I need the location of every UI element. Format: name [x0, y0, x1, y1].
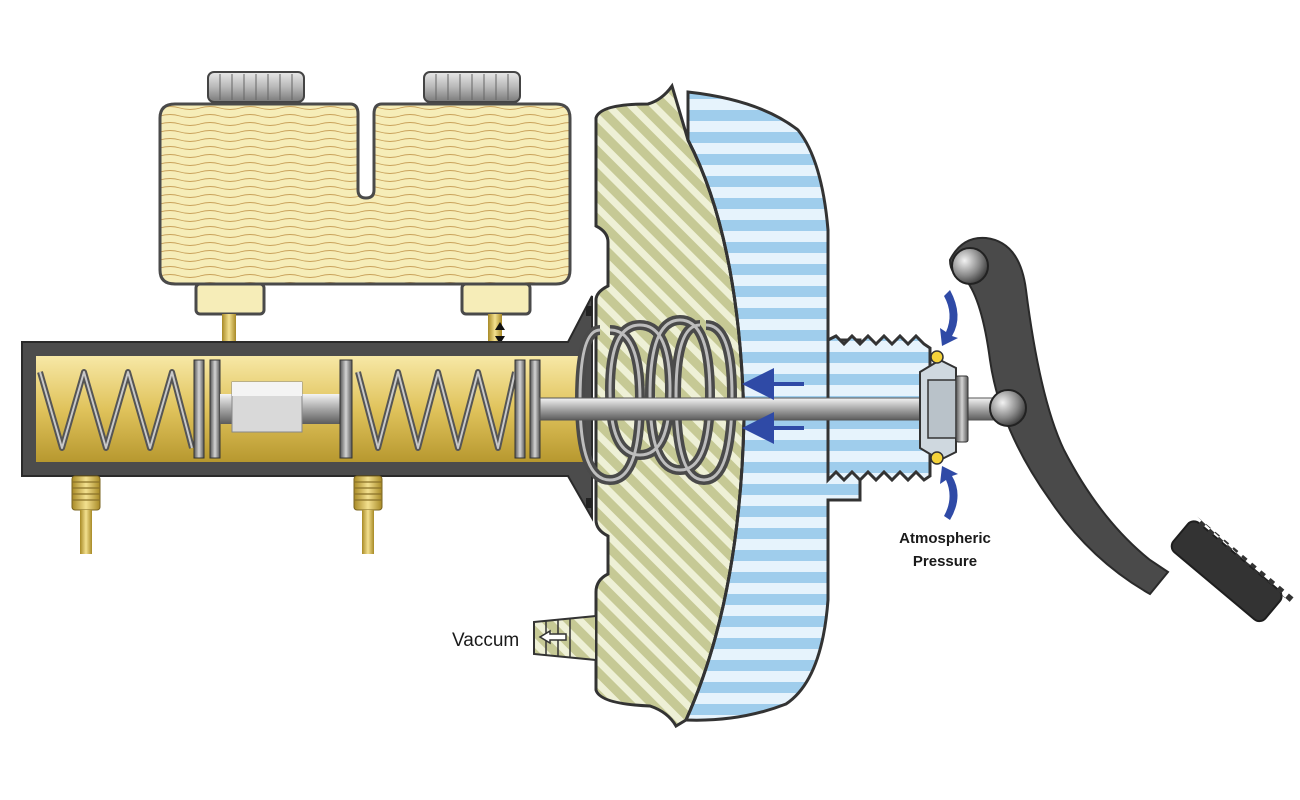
- reservoir-cap-front: [207, 71, 305, 103]
- brake-line-fitting-rear: [353, 475, 383, 554]
- brake-pedal: [948, 236, 1294, 623]
- pedal-pad: [1170, 516, 1294, 623]
- air-valve-ball-bottom: [930, 451, 944, 465]
- atmospheric-label-line1: Atmospheric: [899, 530, 991, 547]
- poppet-valve: [919, 350, 969, 465]
- air-inflow-arrow-icon: [940, 290, 958, 520]
- pedal-clevis-pin: [989, 389, 1027, 427]
- reservoir-neck-rear: [460, 282, 532, 316]
- brake-line-fitting-front: [71, 475, 101, 554]
- secondary-piston-seal: [339, 359, 353, 459]
- master-cylinder: [21, 295, 593, 554]
- fluid-reservoirs: [158, 71, 572, 356]
- atmospheric-pressure-label: Atmospheric Pressure: [880, 527, 1010, 573]
- up-down-arrow-icon: [495, 322, 505, 344]
- vacuum-arrow-icon: [538, 629, 567, 645]
- air-valve-ball-top: [930, 350, 944, 364]
- vacuum-label: Vaccum: [452, 630, 520, 651]
- atmospheric-label-line2: Pressure: [912, 553, 978, 570]
- primary-piston-seal: [514, 359, 526, 459]
- front-piston-seal: [193, 359, 205, 459]
- reservoir-neck-front: [194, 282, 266, 316]
- flow-arrow-icon: [742, 368, 804, 444]
- pedal-arm: [948, 236, 1170, 596]
- booster-return-spring: [574, 315, 738, 486]
- reservoir-cap-rear: [423, 71, 521, 103]
- pedal-pivot: [951, 247, 989, 285]
- reservoir-body: [158, 102, 572, 286]
